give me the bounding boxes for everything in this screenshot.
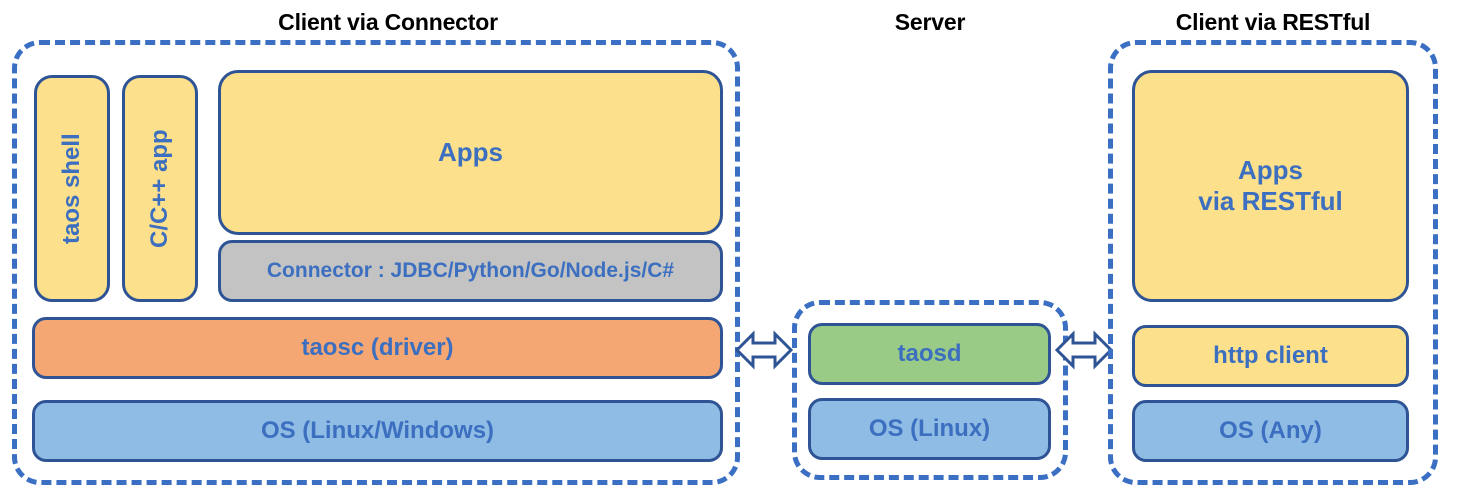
box-os-linux[interactable]: OS (Linux) (808, 398, 1051, 460)
box-http-client[interactable]: http client (1132, 325, 1409, 387)
panel-client-connector (12, 40, 740, 485)
panel-title-client-connector: Client via Connector (278, 9, 498, 35)
panel-title-server: Server (894, 9, 966, 35)
panel-client-restful (1108, 40, 1438, 485)
panel-title-client-restful: Client via RESTful (1175, 9, 1371, 35)
bidirectional-arrow-right (1055, 327, 1113, 373)
box-taosc-driver[interactable]: taosc (driver) (32, 317, 723, 379)
box-os-any[interactable]: OS (Any) (1132, 400, 1409, 462)
box-taos-shell[interactable]: taos shell (34, 75, 110, 302)
bidirectional-arrow-left (735, 327, 793, 373)
box-connector-list[interactable]: Connector : JDBC/Python/Go/Node.js/C# (218, 240, 723, 302)
box-c-cpp-app[interactable]: C/C++ app (122, 75, 198, 302)
box-apps-via-restful[interactable]: Apps via RESTful (1132, 70, 1409, 302)
box-apps-via-restful-line1: Apps (1237, 155, 1303, 186)
panel-server (792, 300, 1068, 480)
box-apps-via-restful-line2: via RESTful (1198, 186, 1343, 216)
box-apps-connector[interactable]: Apps (218, 70, 723, 235)
box-taosd[interactable]: taosd (808, 323, 1051, 385)
box-os-linux-windows[interactable]: OS (Linux/Windows) (32, 400, 723, 462)
